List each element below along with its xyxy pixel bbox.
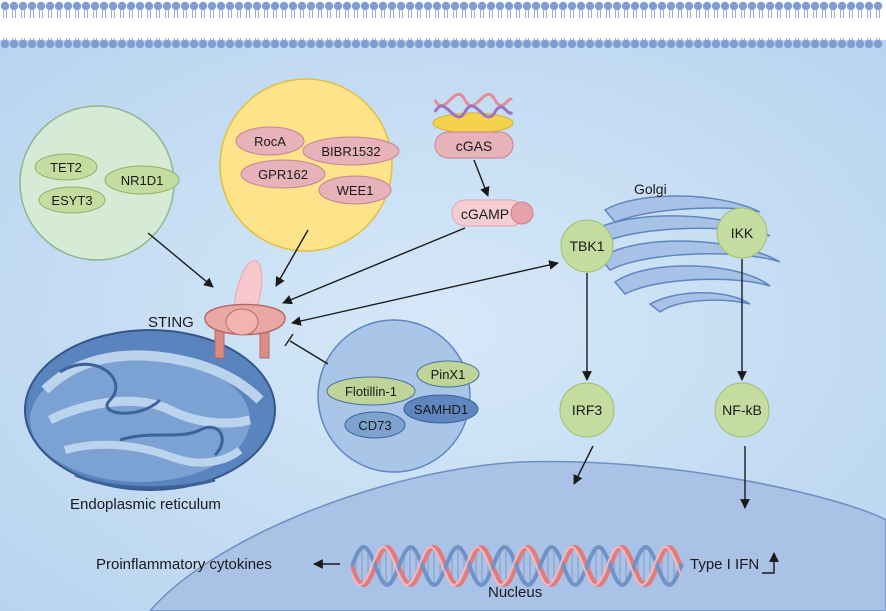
cgas-label: cGAS [456, 138, 493, 154]
ifn-up-arrow-icon [762, 552, 779, 574]
tbk1-node [560, 219, 614, 273]
arrow-green-to-sting [147, 232, 214, 288]
protein-roca: RocA [254, 134, 286, 149]
arrow-irf3-to-nucleus [573, 445, 594, 485]
er-label: Endoplasmic reticulum [70, 496, 221, 513]
protein-bibr1532: BIBR1532 [321, 144, 380, 159]
irf3-label: IRF3 [572, 402, 603, 418]
dna-helix-icon [350, 544, 684, 588]
protein-nr1d1: NR1D1 [121, 173, 164, 188]
arrow-sting-tbk1 [291, 260, 559, 326]
cgamp-phosphate-icon [510, 201, 534, 225]
inhibit-bar [284, 333, 294, 347]
protein-samhd1: SAMHD1 [414, 402, 468, 417]
nucleus [149, 460, 886, 611]
ifn-label: Type I IFN [690, 556, 759, 573]
protein-tet2: TET2 [50, 160, 82, 175]
tbk1-label: TBK1 [569, 238, 604, 254]
endoplasmic-reticulum-icon [24, 329, 276, 491]
protein-esyt3: ESYT3 [51, 193, 92, 208]
protein-flotillin-1: Flotillin-1 [345, 384, 397, 399]
golgi-label: Golgi [634, 181, 667, 197]
irf3-node [559, 382, 615, 438]
ikk-label: IKK [731, 225, 754, 241]
arrow-cgas-to-cgamp [473, 159, 490, 197]
cgamp-label: cGAMP [461, 206, 509, 222]
cell-membrane [0, 1, 886, 49]
ikk-node [716, 207, 768, 259]
cgas-node [434, 131, 514, 159]
protein-pinx1: PinX1 [431, 367, 466, 382]
protein-gpr162: GPR162 [258, 167, 308, 182]
sting-icon [204, 260, 286, 359]
arrow-yellow-to-sting [275, 229, 309, 287]
nucleus-label: Nucleus [488, 584, 542, 601]
sting-label: STING [148, 314, 194, 331]
cytokines-label: Proinflammatory cytokines [96, 556, 272, 573]
nfkb-node [714, 382, 770, 438]
nfkb-label: NF-kB [722, 402, 762, 418]
protein-cd73: CD73 [358, 418, 391, 433]
protein-wee1: WEE1 [337, 183, 374, 198]
cgas-dna-icon [432, 92, 514, 134]
inhibit-blue-to-sting [289, 340, 329, 365]
